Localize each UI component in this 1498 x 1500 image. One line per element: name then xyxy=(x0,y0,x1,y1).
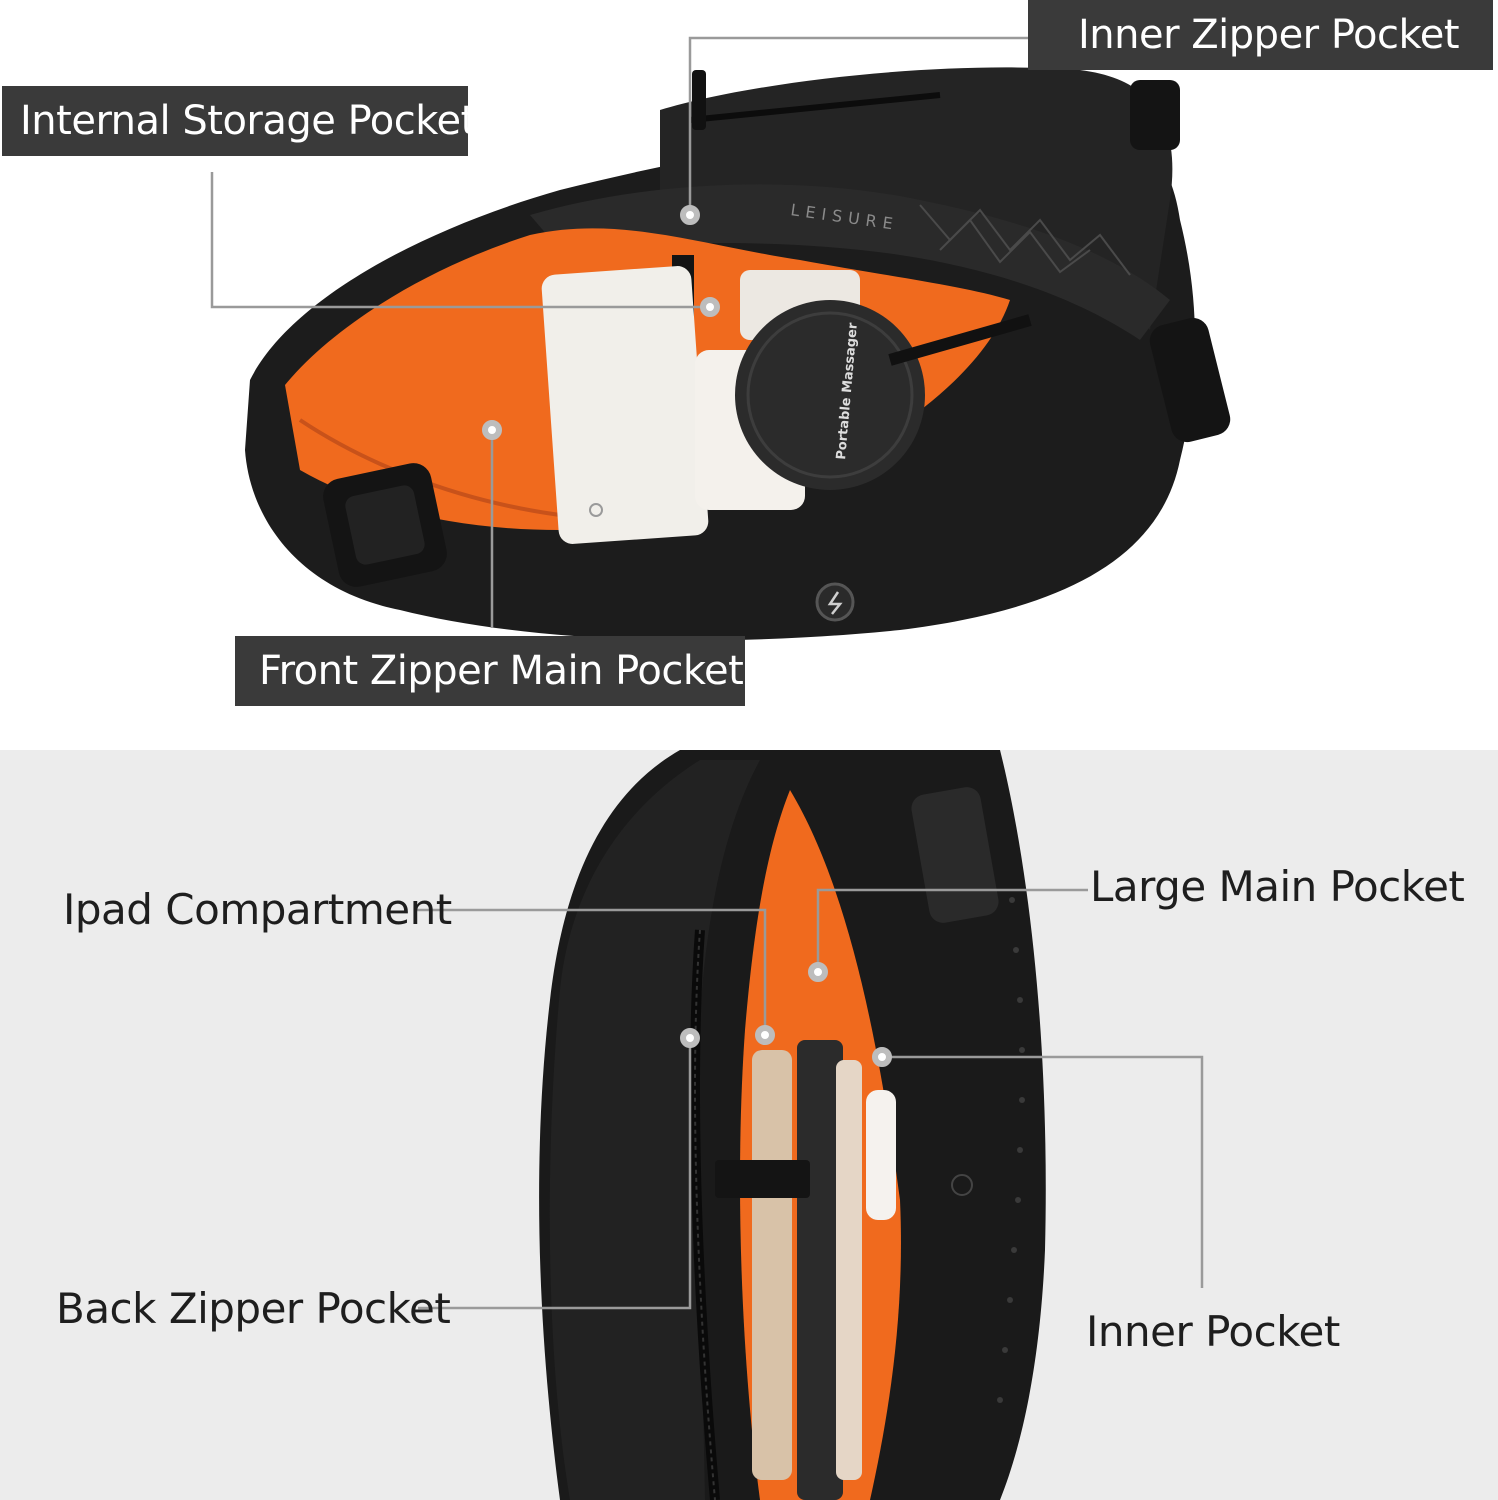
bag-top-flap xyxy=(660,67,1173,331)
white-device xyxy=(541,266,709,544)
side-bag-illustration xyxy=(415,750,1204,1500)
leader-back-zipper xyxy=(418,1038,692,1310)
dot-large-main xyxy=(808,962,828,982)
dot-internal-storage xyxy=(700,297,720,317)
label-large-main-pocket: Large Main Pocket xyxy=(1090,862,1465,911)
leader-ipad xyxy=(415,908,767,1032)
leader-large-main xyxy=(816,888,1088,970)
massager-case xyxy=(735,300,925,490)
tablet-1 xyxy=(752,1050,792,1480)
label-back-zipper-pocket: Back Zipper Pocket xyxy=(56,1284,451,1333)
dot-front-zipper xyxy=(482,420,502,440)
label-internal-storage-pocket: Internal Storage Pocket xyxy=(2,86,476,156)
usb-port xyxy=(815,582,855,622)
label-inner-zipper-pocket: Inner Zipper Pocket xyxy=(1028,0,1493,70)
label-inner-pocket: Inner Pocket xyxy=(1086,1307,1340,1356)
leader-internal-storage xyxy=(210,172,710,309)
dot-inner-zipper xyxy=(680,205,700,225)
leader-inner-zipper xyxy=(688,36,1028,215)
right-buckle xyxy=(1149,317,1231,443)
dot-ipad xyxy=(755,1025,775,1045)
top-product-photo: LEISURE Portable Massager xyxy=(0,0,1498,745)
dot-back-zipper xyxy=(680,1028,700,1048)
bottom-product-photo: Ipad Compartment Large Main Pocket Back … xyxy=(0,750,1498,1500)
label-ipad-compartment: Ipad Compartment xyxy=(63,885,452,934)
label-front-zipper-main-pocket: Front Zipper Main Pocket xyxy=(235,636,745,706)
dot-inner-pocket xyxy=(872,1047,892,1067)
leader-inner-pocket xyxy=(882,1055,1204,1288)
open-bag-illustration: LEISURE Portable Massager xyxy=(210,36,1231,641)
